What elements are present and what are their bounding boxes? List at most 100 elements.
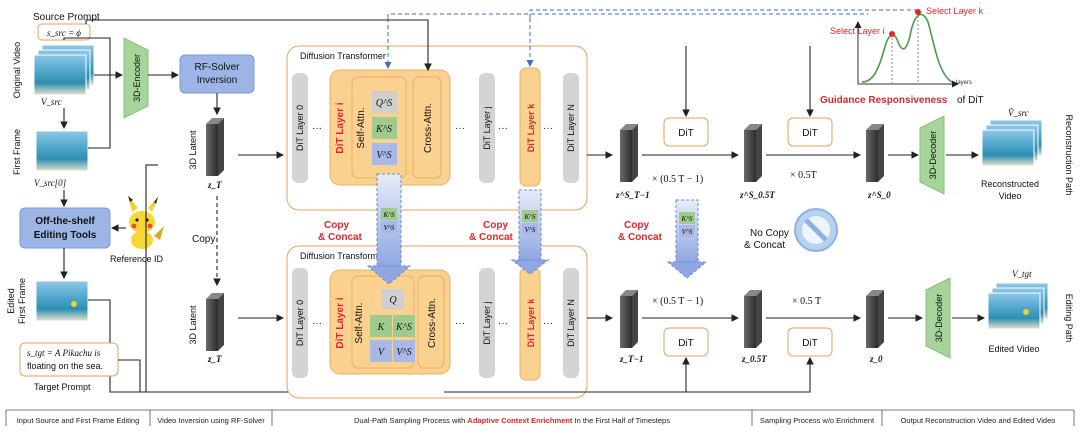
svg-text:V^S: V^S — [525, 226, 536, 234]
ellipsis-1-top: ··· — [312, 123, 322, 134]
copy-concat-arrow-middle: K^S V^S — [666, 199, 708, 279]
target-prompt-line-2: floating on the sea. — [27, 361, 103, 371]
copy-concat-mid-line-1: Copy — [624, 220, 649, 231]
footer-step-3: Dual-Path Sampling Process with Adaptive… — [354, 416, 670, 425]
latent-z05s — [744, 124, 762, 182]
select-layer-k-label: Select Layer k — [926, 6, 984, 16]
reconstructed-video-line-1: Reconstructed — [981, 179, 1039, 189]
svg-text:V^S: V^S — [396, 347, 411, 358]
svg-text:K^S: K^S — [382, 211, 395, 219]
copy-label: Copy — [192, 234, 215, 245]
original-video-label: Original Video — [12, 42, 22, 98]
mult-b: × 0.5T — [790, 170, 817, 181]
first-frame-label: First Frame — [12, 129, 22, 175]
svg-text:DiT: DiT — [678, 128, 694, 139]
svg-text:K^S: K^S — [375, 124, 392, 135]
copy-concat-k-line-2: & Concat — [469, 232, 514, 243]
svg-text:K^S: K^S — [680, 215, 693, 223]
dit-box-top-1 — [663, 117, 709, 147]
dit-box-top-2 — [787, 117, 833, 147]
cross-attn-top-label: Cross-Attn. — [423, 103, 434, 153]
guidance-curve — [861, 13, 953, 83]
svg-text:V^S: V^S — [376, 150, 391, 161]
latent-block-top — [206, 118, 224, 176]
copy-concat-arrow-i: K^S V^S — [366, 173, 412, 285]
source-prompt-eq: s_src = ϕ — [47, 28, 81, 38]
dit-layer-i-top-label: DiT Layer i — [335, 102, 346, 153]
select-layer-i-label: Select Layer i — [830, 26, 885, 36]
copy-concat-i-line-1: Copy — [324, 220, 349, 231]
mult-c: × (0.5 T − 1) — [652, 296, 703, 307]
footer-step-5: Output Reconstruction Video and Edited V… — [901, 416, 1056, 425]
v-bottom — [370, 340, 392, 362]
peak-k-marker — [915, 9, 921, 15]
latent-zT1s — [620, 124, 638, 182]
dit-layer-i-bottom-label: DiT Layer i — [335, 297, 346, 348]
editing-tools-line-2: Editing Tools — [34, 230, 97, 241]
editing-tools-line-1: Off-the-shelf — [35, 216, 95, 227]
latent-z0 — [866, 290, 884, 348]
zT-label-top: z_T — [207, 180, 222, 190]
editing-path-label: Editing Path — [1064, 294, 1074, 343]
svg-text:V^S: V^S — [384, 224, 395, 232]
zT1s-label: z^S_T−1 — [615, 190, 650, 200]
decoder-top-label: 3D-Decoder — [928, 131, 938, 180]
dit-layer-j-top-label: DiT Layer j — [482, 106, 492, 149]
latent-label-bottom: 3D Latent — [188, 305, 198, 345]
edited-video-label: Edited Video — [989, 344, 1040, 354]
editing-tools-box — [19, 207, 111, 249]
decoder-top — [919, 115, 945, 195]
z0-label: z_0 — [869, 354, 883, 364]
footer-step-1: Input Source and First Frame Editing — [17, 416, 140, 425]
transformer-bottom-title: Diffusion Transformer — [300, 251, 386, 261]
qs-top — [372, 91, 397, 113]
svg-text:V^S: V^S — [682, 228, 693, 236]
ks-bottom — [393, 315, 415, 337]
dit-layer-0-bottom — [292, 268, 308, 378]
cross-attn-top-frame — [412, 76, 442, 179]
dit-layer-0-top — [292, 73, 308, 183]
svg-text:DiT: DiT — [678, 338, 694, 349]
dit-box-bottom-2 — [787, 327, 833, 357]
reference-id-label: Reference ID — [110, 254, 164, 264]
self-attn-bottom-label: Self-Attn. — [354, 302, 365, 343]
dit-layer-k-bottom-label: DiT Layer k — [526, 298, 536, 348]
reconstruction-path-label: Reconstruction Path — [1064, 114, 1074, 195]
z05-label: z_0.5T — [741, 354, 767, 364]
z05s-label: z^S_0.5T — [739, 190, 775, 200]
dit-box-bottom-1 — [663, 327, 709, 357]
mult-d: × 0.5 T — [792, 296, 821, 307]
footer-step-2: Video Inversion using RF-Solver — [157, 416, 265, 425]
ellipsis-3-top: ··· — [498, 123, 508, 134]
encoder-label: 3D-Encoder — [132, 54, 142, 102]
target-prompt-line-1: s_tgt = A Pikachu is — [27, 348, 101, 358]
guidance-caption-red: Guidance Responsiveness — [820, 95, 948, 106]
mult-a: × (0.5 T − 1) — [652, 174, 703, 185]
zT1-label: z_T−1 — [619, 354, 643, 364]
rf-solver-line-2: Inversion — [197, 75, 238, 86]
pikachu-icon — [128, 196, 164, 249]
vs-top — [372, 143, 397, 165]
latent-label-top: 3D Latent — [188, 130, 198, 170]
dit-layer-j-top — [479, 73, 495, 183]
dit-layer-n-top — [563, 73, 579, 183]
self-attn-top-label: Self-Attn. — [356, 107, 367, 148]
v-src-label: V_src — [41, 97, 62, 107]
no-copy-concat-line-2: & Concat — [744, 240, 785, 251]
dit-layer-n-bottom-label: DiT Layer N — [566, 299, 576, 347]
svg-text:K^S: K^S — [523, 213, 536, 221]
no-copy-concat-line-1: No Copy — [750, 228, 789, 239]
edited-first-frame-line-1: Edited — [6, 288, 16, 314]
latent-block-bottom — [206, 293, 224, 351]
ellipsis-4-top: ··· — [543, 123, 553, 134]
v-src-hat-label: V̂_src — [1008, 108, 1029, 118]
svg-text:DiT: DiT — [802, 128, 818, 139]
svg-text:Q: Q — [389, 295, 397, 306]
ellipsis-2-bottom: ··· — [455, 318, 465, 329]
copy-concat-i-line-2: & Concat — [318, 232, 363, 243]
dit-layer-n-bottom — [563, 268, 579, 378]
rf-solver-line-1: RF-Solver — [194, 62, 240, 73]
source-prompt-to-cross-attn — [85, 19, 432, 72]
guidance-caption-rest: of DiT — [957, 95, 984, 106]
